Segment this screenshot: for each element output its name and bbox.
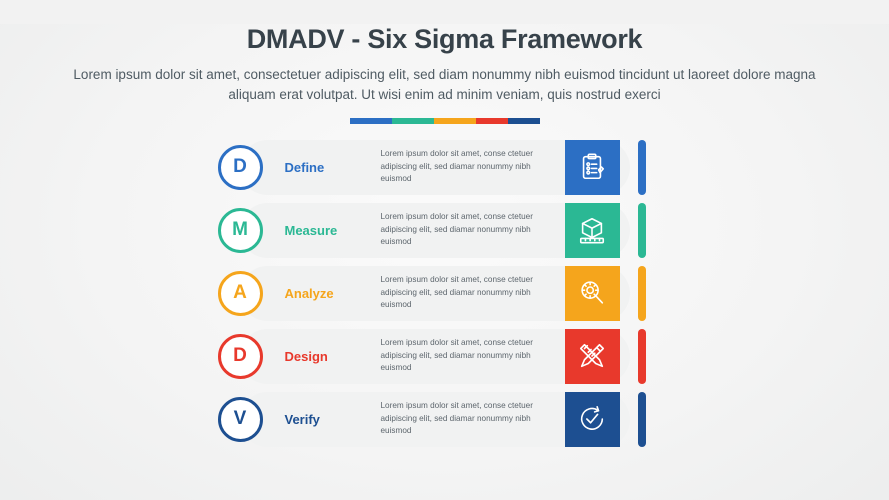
- step-description: Lorem ipsum dolor sit amet, conse ctetue…: [380, 211, 533, 247]
- divider-segment-2: [391, 117, 434, 124]
- step-accent-bar: [637, 265, 646, 321]
- step-letter: A: [233, 282, 247, 303]
- pencil-ruler-design-icon: [564, 328, 620, 384]
- step-description: Lorem ipsum dolor sit amet, conse ctetue…: [380, 400, 533, 436]
- step-letter-badge: D: [217, 144, 263, 190]
- step-accent-bar: [637, 391, 646, 447]
- step-accent-bar: [637, 328, 646, 384]
- step-label: Analyze: [284, 285, 334, 301]
- step-label: Design: [284, 348, 328, 364]
- step-row[interactable]: A Analyze Lorem ipsum dolor sit amet, co…: [210, 265, 680, 321]
- step-label: Verify: [284, 411, 320, 427]
- divider-segment-1: [349, 117, 392, 124]
- step-letter-badge: V: [217, 396, 263, 442]
- step-letter-badge: M: [217, 207, 263, 253]
- step-letter-badge: D: [217, 333, 263, 379]
- divider-segment-4: [475, 117, 508, 124]
- infographic-canvas: DMADV - Six Sigma Framework Lorem ipsum …: [0, 24, 889, 500]
- divider-bar: [0, 117, 889, 124]
- step-description: Lorem ipsum dolor sit amet, conse ctetue…: [380, 148, 533, 184]
- divider-segment-5: [507, 117, 540, 124]
- step-letter: V: [233, 408, 247, 429]
- step-row[interactable]: V Verify Lorem ipsum dolor sit amet, con…: [210, 391, 680, 447]
- step-description: Lorem ipsum dolor sit amet, conse ctetue…: [380, 337, 533, 373]
- divider-segment-3: [433, 117, 476, 124]
- step-row[interactable]: M Measure Lorem ipsum dolor sit amet, co…: [210, 202, 680, 258]
- step-label: Define: [284, 159, 325, 175]
- step-letter: M: [232, 219, 248, 240]
- gear-magnifier-analyze-icon: [564, 265, 620, 321]
- step-letter: D: [233, 345, 247, 366]
- box-ruler-measure-icon: [564, 202, 620, 258]
- step-accent-bar: [637, 139, 646, 195]
- clipboard-checklist-icon: [564, 139, 620, 195]
- step-letter: D: [233, 156, 247, 177]
- check-circle-arrow-verify-icon: [564, 391, 620, 447]
- step-row[interactable]: D Define Lorem ipsum dolor sit amet, con…: [210, 139, 680, 195]
- steps-list: D Define Lorem ipsum dolor sit amet, con…: [210, 139, 680, 447]
- step-letter-badge: A: [217, 270, 263, 316]
- step-row[interactable]: D Design Lorem ipsum dolor sit amet, con…: [210, 328, 680, 384]
- step-description: Lorem ipsum dolor sit amet, conse ctetue…: [380, 274, 533, 310]
- step-label: Measure: [284, 222, 338, 238]
- step-accent-bar: [637, 202, 646, 258]
- page-title: DMADV - Six Sigma Framework: [246, 24, 643, 54]
- page-subtitle: Lorem ipsum dolor sit amet, consectetuer…: [73, 67, 816, 103]
